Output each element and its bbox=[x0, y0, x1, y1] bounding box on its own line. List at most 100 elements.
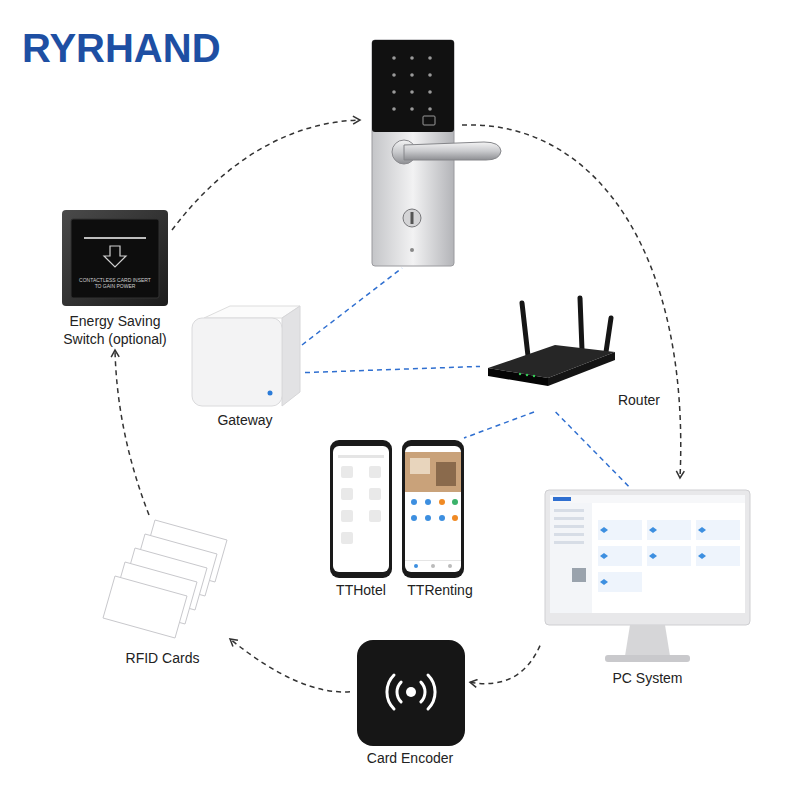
pc-monitor-part bbox=[600, 553, 608, 559]
pc-monitor-part bbox=[647, 520, 691, 540]
device-caption: TTRenting bbox=[400, 582, 480, 600]
card-encoder bbox=[357, 640, 465, 746]
dashed-connector bbox=[230, 639, 350, 692]
pc-monitor-part bbox=[647, 546, 691, 566]
door-lock-part bbox=[372, 40, 454, 132]
door-lock-part-part bbox=[392, 56, 396, 60]
phone-ttHotel-part bbox=[341, 532, 353, 544]
phone-ttHotel-part bbox=[341, 488, 353, 500]
pc-monitor-part bbox=[696, 520, 740, 540]
door-lock-part-part bbox=[428, 107, 432, 111]
router-device-part bbox=[519, 373, 521, 375]
phone-ttRenting-part bbox=[452, 515, 458, 521]
phone-ttHotel-part bbox=[369, 466, 381, 478]
rfid-cards-part bbox=[103, 576, 187, 638]
energy-saving-switch-part bbox=[71, 219, 159, 298]
flow-arrows bbox=[172, 120, 681, 478]
pc-monitor-part bbox=[696, 546, 740, 566]
gateway-device bbox=[192, 306, 300, 406]
router-device-part bbox=[548, 352, 615, 386]
phone-ttHotel-part bbox=[330, 440, 392, 578]
gateway-node: Gateway bbox=[185, 300, 305, 432]
phone-ttRenting-part bbox=[425, 515, 431, 521]
door-lock-part bbox=[392, 56, 432, 111]
pc-monitor-part bbox=[698, 527, 706, 533]
phone-ttRenting-part bbox=[414, 564, 418, 568]
router-device-part bbox=[533, 375, 535, 377]
energy-switch-node: Energy Saving Switch (optional) bbox=[50, 205, 180, 350]
pc-monitor-part bbox=[598, 520, 642, 540]
device-print: CONTACTLESS CARD INSERT TO GAIN POWER bbox=[79, 277, 151, 289]
router-device-part bbox=[522, 303, 528, 356]
pc-monitor-part bbox=[554, 509, 584, 512]
door-lock-part bbox=[403, 209, 421, 227]
card-encoder-part bbox=[387, 675, 394, 709]
dashed-connector bbox=[115, 350, 149, 515]
device-caption: Router bbox=[480, 392, 660, 410]
phone-ttRenting-part bbox=[448, 564, 452, 568]
energy-saving-switch-part bbox=[62, 210, 168, 306]
phone-ttRenting-part bbox=[411, 515, 417, 521]
door-lock-part-part bbox=[410, 90, 414, 94]
pc-monitor-part bbox=[554, 533, 584, 536]
door-lock-part-part bbox=[428, 73, 432, 77]
pc-monitor-part bbox=[550, 495, 745, 503]
rfid-cards bbox=[103, 520, 227, 638]
door-lock-part bbox=[411, 212, 414, 224]
router-device-part bbox=[488, 368, 548, 386]
card-encoder-part bbox=[406, 687, 416, 697]
router-device-part bbox=[580, 298, 582, 350]
phone-ttRenting-part bbox=[425, 499, 431, 505]
dashed-connector bbox=[464, 412, 534, 438]
phone-ttHotel bbox=[330, 440, 392, 578]
energy-saving-switch-part bbox=[104, 246, 126, 267]
door-lock-part bbox=[410, 248, 414, 252]
card-encoder-part bbox=[428, 675, 435, 709]
phone-ttRenting-part bbox=[405, 560, 461, 561]
pc-monitor-part bbox=[554, 517, 584, 520]
encoder-node: Card Encoder bbox=[350, 635, 470, 770]
door-lock-part-part bbox=[410, 56, 414, 60]
pc-monitor-part bbox=[598, 572, 642, 592]
app-node: TTRenting bbox=[400, 438, 480, 602]
dashed-connector bbox=[470, 646, 540, 684]
phone-ttRenting-part bbox=[439, 515, 445, 521]
card-encoder-part bbox=[357, 640, 465, 746]
device-caption: Energy Saving Switch (optional) bbox=[50, 313, 180, 348]
brand-logo: RYRHAND bbox=[22, 26, 282, 70]
pc-monitor-part bbox=[698, 553, 706, 559]
pc-monitor-part bbox=[649, 527, 657, 533]
phone-ttRenting-part bbox=[405, 446, 461, 572]
card-encoder-part bbox=[397, 682, 401, 702]
door-lock-part bbox=[404, 142, 501, 160]
pc-monitor-part bbox=[649, 553, 657, 559]
device-caption: RFID Cards bbox=[95, 650, 230, 668]
device-caption: PC System bbox=[540, 670, 755, 688]
door-lock-part-part bbox=[428, 56, 432, 60]
dashed-connector bbox=[305, 366, 480, 372]
door-lock-part-part bbox=[392, 90, 396, 94]
gateway-device-part bbox=[282, 306, 300, 406]
pc-monitor-part bbox=[545, 490, 750, 625]
device-caption: Gateway bbox=[185, 412, 305, 430]
phone-ttRenting-part bbox=[452, 499, 458, 505]
phone-ttHotel-part bbox=[341, 510, 353, 522]
door-lock-part-part bbox=[392, 73, 396, 77]
gateway-device-part bbox=[268, 391, 273, 396]
door-lock-part-part bbox=[410, 107, 414, 111]
phone-ttRenting-part bbox=[405, 452, 461, 492]
phone-ttRenting-part bbox=[411, 499, 417, 505]
pc-monitor-part bbox=[550, 503, 592, 613]
door-lock bbox=[372, 40, 501, 266]
phone-ttHotel-part bbox=[369, 488, 381, 500]
flow-arrows-part bbox=[462, 125, 681, 478]
pc-monitor-part bbox=[605, 655, 690, 662]
pc-monitor-part bbox=[553, 497, 571, 501]
router-device-part bbox=[606, 318, 611, 352]
pc-monitor-part bbox=[600, 579, 608, 585]
pc-monitor-part bbox=[625, 625, 670, 656]
phone-ttRenting-part bbox=[410, 458, 430, 474]
door-lock-part-part bbox=[428, 90, 432, 94]
pc-monitor-part bbox=[554, 525, 584, 528]
